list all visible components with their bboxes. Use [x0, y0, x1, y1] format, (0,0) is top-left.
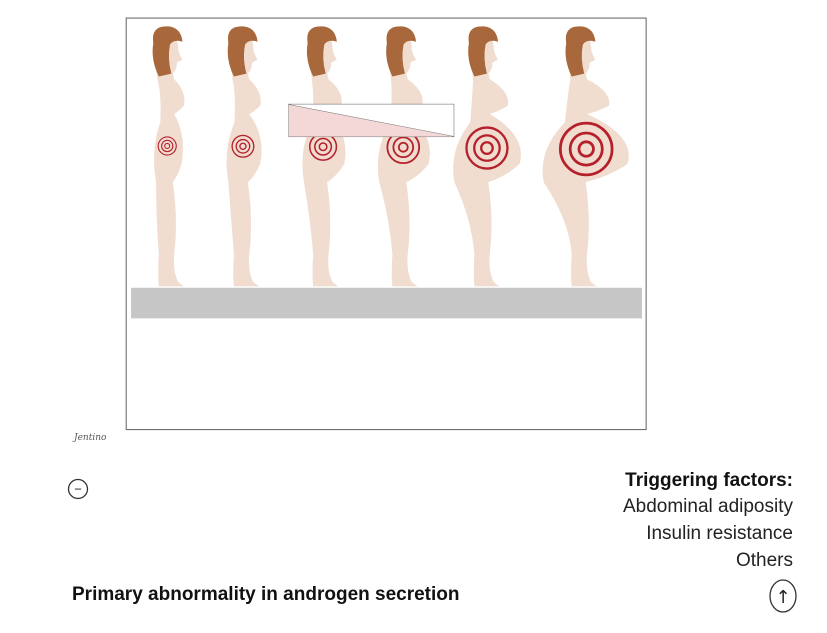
- triggering-factors-title: Triggering factors:: [625, 470, 793, 492]
- triggering-factor-item: Others: [736, 550, 793, 572]
- artist-signature: Jentino: [74, 433, 106, 443]
- increase-symbol: ↑: [775, 587, 790, 608]
- minus-badge: −: [67, 478, 89, 500]
- increase-badge: ↑: [768, 578, 798, 614]
- triggering-factor-item: Abdominal adiposity: [623, 496, 793, 518]
- gradient-panel: [0, 0, 735, 142]
- primary-abnormality-label: Primary abnormality in androgen secretio…: [72, 584, 460, 606]
- triggering-factor-item: Insulin resistance: [646, 523, 793, 545]
- minus-symbol: −: [74, 482, 82, 497]
- floor: [131, 288, 642, 319]
